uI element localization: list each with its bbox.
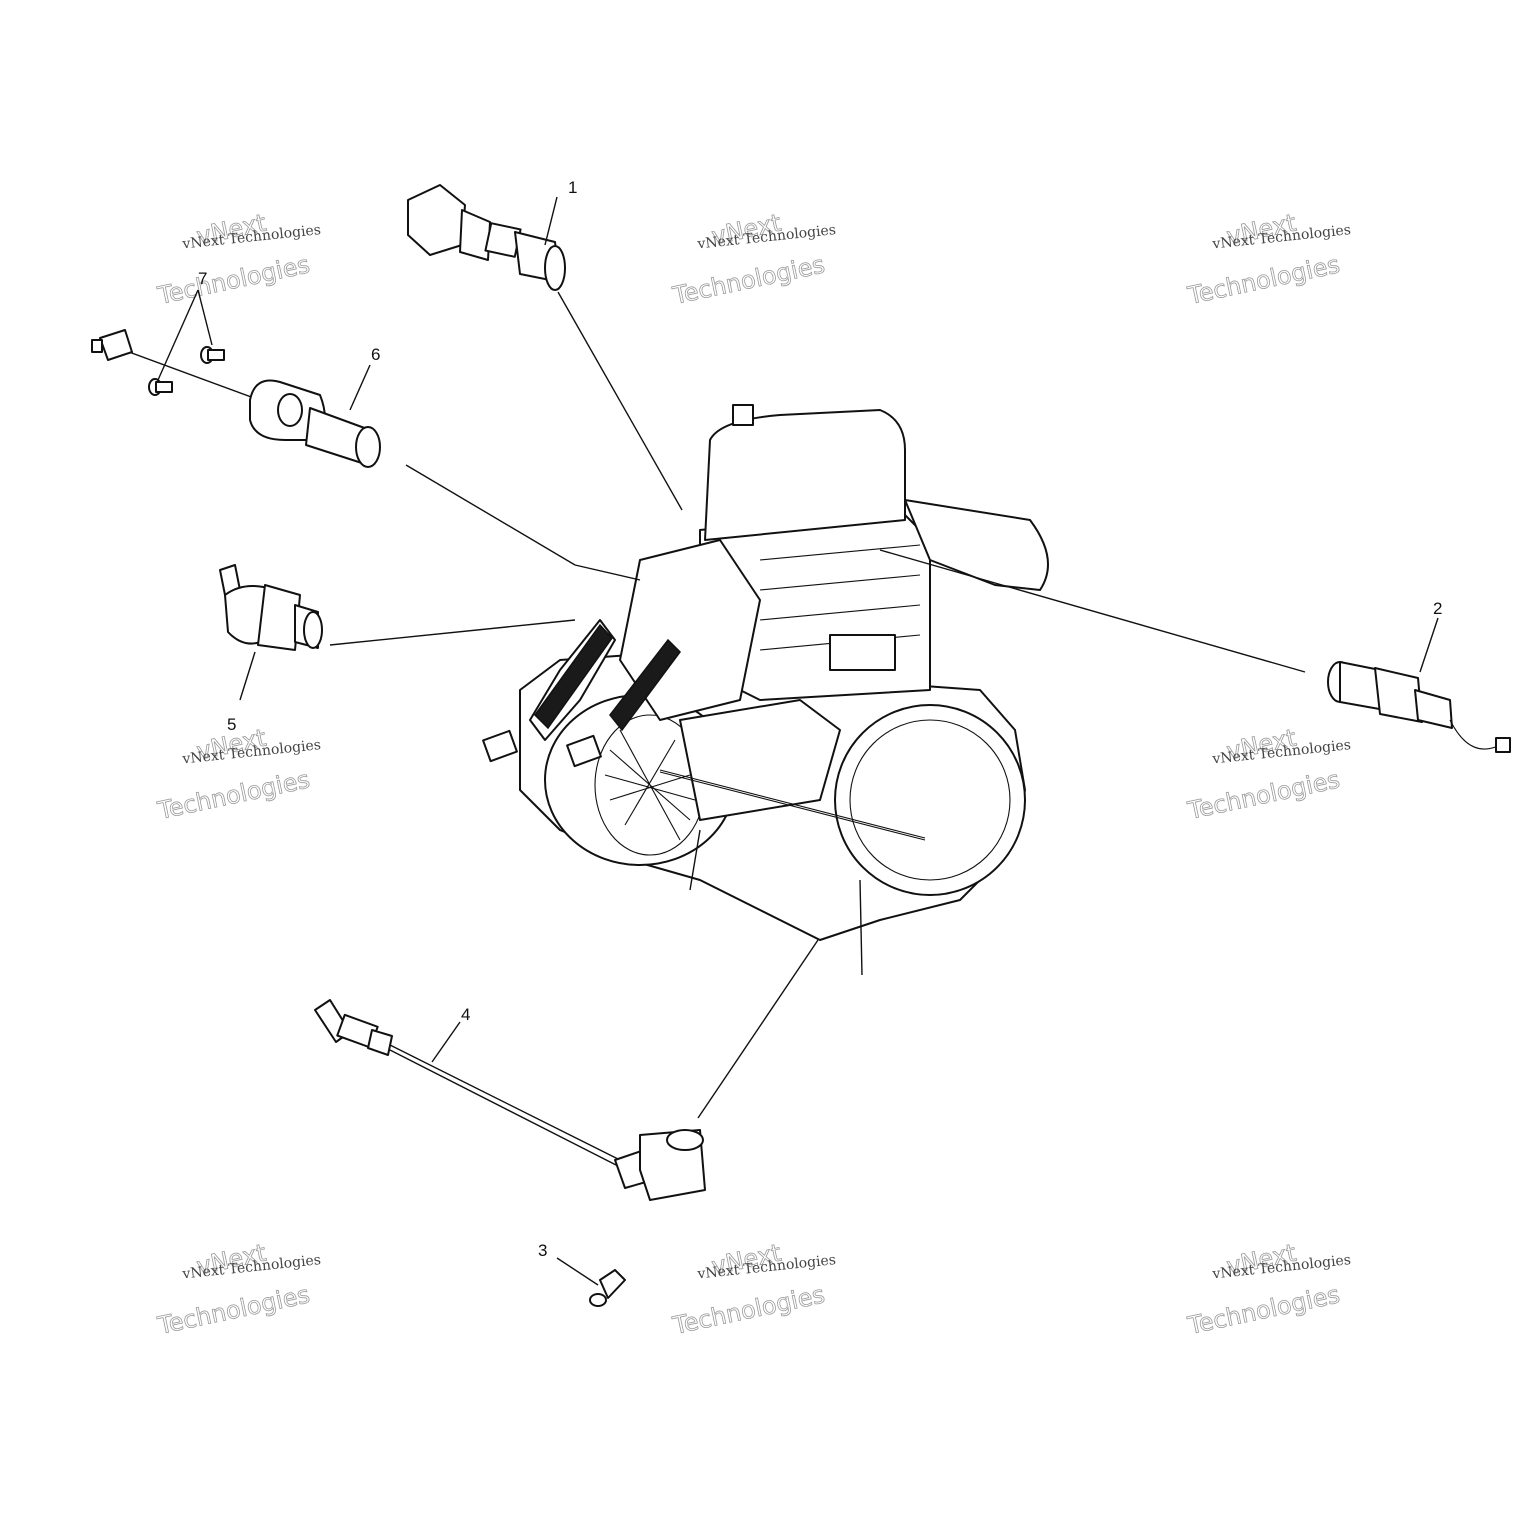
callout-labels: 1 2 3 4 5 6 7 xyxy=(198,178,1442,1260)
callout-4: 4 xyxy=(461,1005,470,1024)
part-4-sensor xyxy=(314,999,706,1201)
part-3-screw xyxy=(589,1269,626,1307)
callout-6: 6 xyxy=(371,345,380,364)
watermark: vNext Technologies vNext Technologies xyxy=(154,208,321,310)
callout-3: 3 xyxy=(538,1241,547,1260)
watermark: vNext Technologies vNext Technologies xyxy=(154,723,321,825)
starter-housing xyxy=(834,704,1026,896)
watermark: vNext Technologies vNext Technologies xyxy=(1184,723,1351,825)
watermark-big-bottom: Technologies xyxy=(155,1280,313,1340)
watermark: vNext Technologies vNext Technologies xyxy=(669,208,836,310)
leader-lines xyxy=(157,196,1439,1286)
part-1-temp-sensor xyxy=(407,184,566,291)
callout-2: 2 xyxy=(1433,599,1442,618)
watermark-big-bottom: Technologies xyxy=(670,1280,828,1340)
watermark: vNext Technologies vNext Technologies xyxy=(1184,208,1351,310)
engine-assembly xyxy=(482,404,1049,976)
cylinder-plate xyxy=(829,634,896,671)
screw xyxy=(200,346,225,364)
callout-1: 1 xyxy=(568,178,577,197)
watermark-big-bottom: Technologies xyxy=(155,250,313,310)
watermark-big-bottom: Technologies xyxy=(1185,1280,1343,1340)
part-5-switch xyxy=(219,564,323,651)
exhaust-flange xyxy=(904,499,1049,591)
part-2-switch xyxy=(1327,661,1511,753)
starter-motor xyxy=(679,699,841,821)
watermark-big-bottom: Technologies xyxy=(1185,250,1343,310)
cylinder-head xyxy=(704,409,906,541)
screw xyxy=(148,378,173,396)
part-7-screws xyxy=(148,346,225,396)
watermark-big-bottom: Technologies xyxy=(155,765,313,825)
callout-5: 5 xyxy=(227,715,236,734)
watermark-big-bottom: Technologies xyxy=(670,250,828,310)
watermark: vNext Technologies vNext Technologies xyxy=(154,1238,321,1340)
watermark: vNext Technologies vNext Technologies xyxy=(669,1238,836,1340)
watermark-big-bottom: Technologies xyxy=(1185,765,1343,825)
watermark: vNext Technologies vNext Technologies xyxy=(1184,1238,1351,1340)
callout-7: 7 xyxy=(198,269,207,288)
part-6-sensor xyxy=(91,329,381,468)
